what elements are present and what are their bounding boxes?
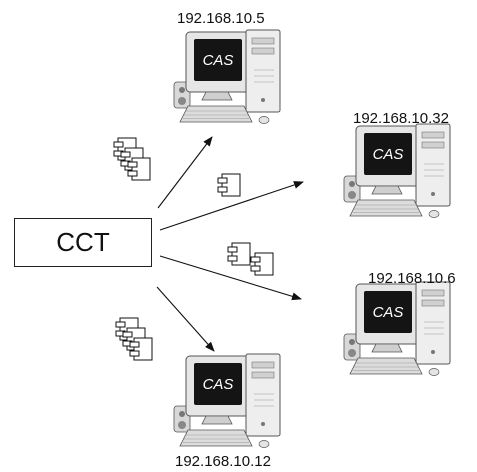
computer-icon-host-1 (173, 29, 281, 124)
component-stack-host-2 (217, 173, 241, 197)
computer-icon-host-3 (343, 281, 451, 376)
ip-label-host-3: 192.168.10.6 (368, 270, 456, 287)
screen-label-host-1: CAS (203, 52, 234, 69)
computer-icon-host-2 (343, 123, 451, 218)
component-icon (227, 242, 251, 266)
cct-source-box: CCT (14, 218, 152, 267)
arrow-to-host-3 (159, 255, 302, 301)
component-icon (217, 173, 241, 197)
arrow-to-host-4 (156, 286, 215, 352)
ip-label-host-4: 192.168.10.12 (175, 453, 271, 470)
screen-label-host-3: CAS (373, 304, 404, 321)
screen-label-host-2: CAS (373, 146, 404, 163)
ip-label-host-1: 192.168.10.5 (177, 10, 265, 27)
arrow-to-host-1 (157, 136, 213, 209)
arrow-to-host-2 (159, 181, 304, 231)
component-stack-host-4 (115, 317, 153, 361)
ip-label-host-2: 192.168.10.32 (353, 110, 449, 127)
computer-icon-host-4 (173, 353, 281, 448)
component-icon (250, 252, 274, 276)
component-stack-host-3 (227, 242, 274, 276)
component-stack-host-1 (113, 137, 151, 181)
screen-label-host-4: CAS (203, 376, 234, 393)
